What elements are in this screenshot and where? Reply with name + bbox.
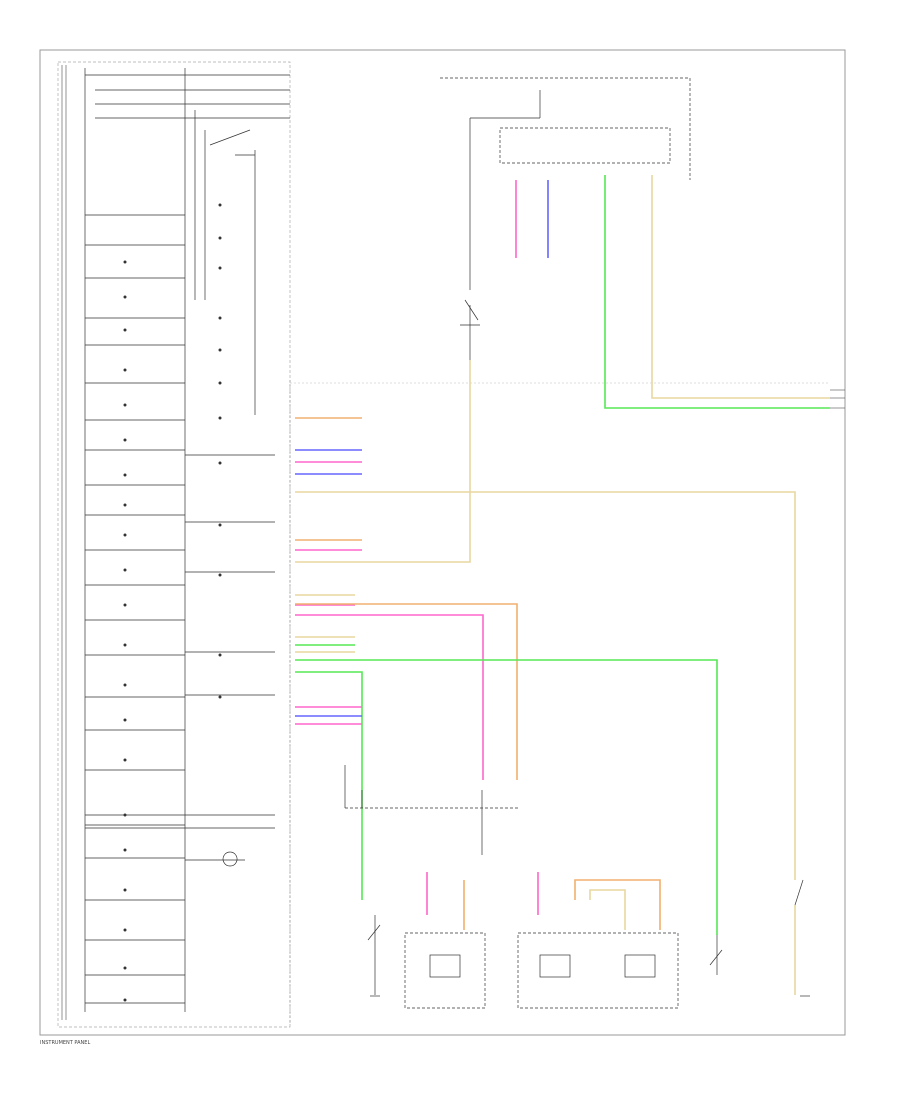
wire-tan-up bbox=[295, 360, 471, 563]
wire-green-switch bbox=[295, 671, 363, 900]
wire-orange-long bbox=[295, 603, 518, 780]
right-edge-stubs bbox=[830, 389, 845, 409]
footer-label: INSTRUMENT PANEL bbox=[40, 1040, 91, 1046]
lamp-symbols bbox=[123, 203, 222, 1002]
wire-pink-long bbox=[295, 614, 484, 780]
wire-tan-right bbox=[295, 491, 796, 880]
top-switch-lines bbox=[85, 74, 290, 415]
wire-green-main bbox=[604, 175, 830, 409]
wire-tan-main bbox=[651, 175, 830, 399]
bottom-components bbox=[344, 765, 810, 1009]
indicator-rows bbox=[85, 214, 185, 1004]
diagram-frame bbox=[39, 49, 846, 1036]
top-right-module bbox=[440, 77, 691, 360]
wire-green-long bbox=[295, 659, 718, 935]
combination-meter bbox=[57, 61, 291, 1028]
wires bbox=[295, 175, 830, 995]
